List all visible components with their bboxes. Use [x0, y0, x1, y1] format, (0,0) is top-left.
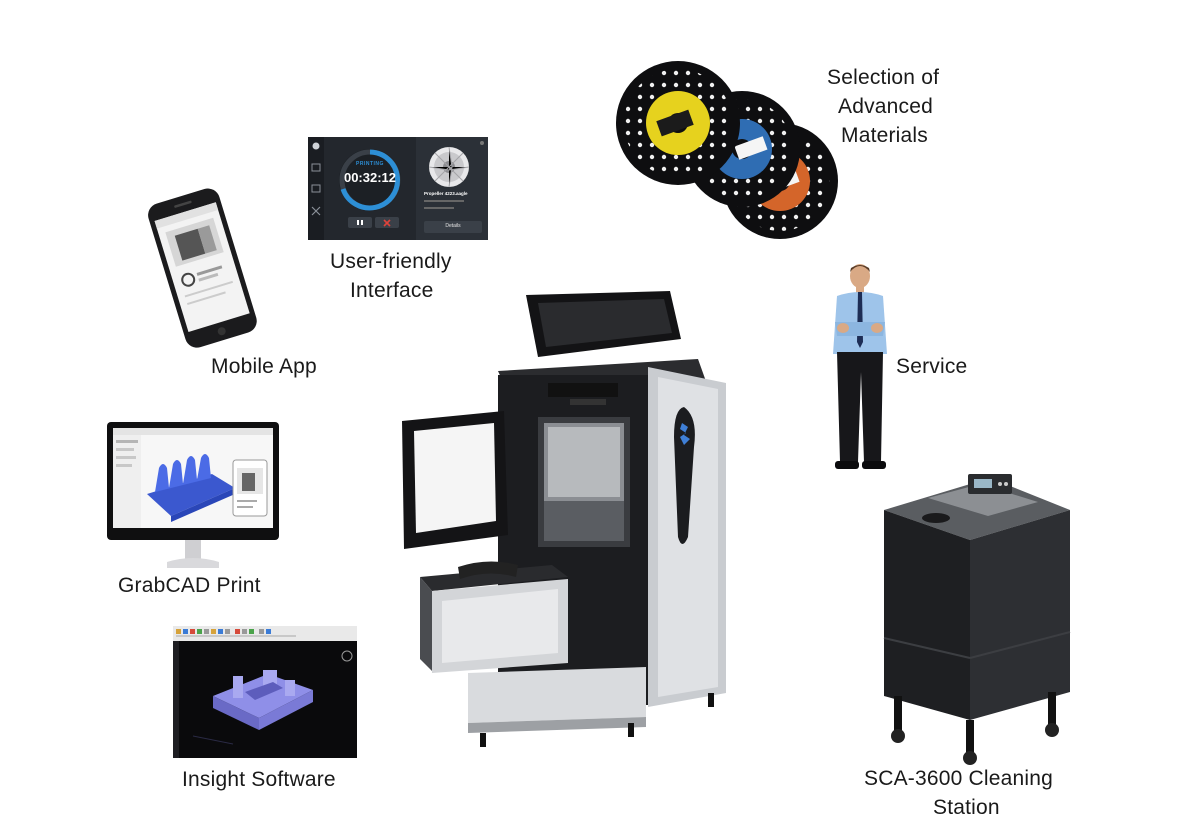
interface-caption-line2: Interface — [350, 279, 434, 302]
material-spools — [610, 55, 845, 245]
details-button-bg — [424, 221, 482, 233]
insight-toolbar-icons — [176, 629, 296, 637]
insight-3d-model — [213, 670, 313, 730]
cleaning-caption-line2: Station — [933, 796, 1000, 819]
insight-software-screen — [173, 626, 357, 758]
materials-caption-line1: Selection of — [827, 66, 940, 89]
fdm-3d-printer — [398, 287, 733, 753]
pause-button — [348, 217, 372, 228]
materials-caption-line2: Advanced — [838, 95, 934, 118]
print-status-label: PRINTING — [356, 161, 384, 167]
propeller-thumbnail — [428, 146, 470, 188]
grabcad-caption: GrabCAD Print — [118, 574, 261, 597]
service-technician — [825, 262, 895, 480]
materials-caption-line3: Materials — [841, 124, 928, 147]
interface-touchscreen: PRINTING 00:32:12 Propeller 4223.aagle D… — [308, 137, 488, 240]
details-button[interactable]: Details — [445, 223, 461, 229]
insight-caption: Insight Software — [182, 768, 336, 791]
service-caption: Service — [896, 355, 968, 378]
library-icon — [311, 184, 321, 193]
mobile-app-caption: Mobile App — [211, 355, 317, 378]
print-timer: 00:32:12 — [343, 170, 397, 185]
spool-yellow — [616, 61, 740, 185]
list-icon — [311, 163, 321, 172]
home-icon — [312, 142, 320, 150]
cad-model — [147, 454, 235, 522]
tools-icon — [311, 206, 321, 216]
part-name: Propeller 4223.aagle — [424, 191, 468, 196]
printer-display — [548, 383, 618, 397]
mobile-app-phone — [138, 185, 268, 355]
grabcad-monitor — [107, 422, 279, 574]
interface-caption-line1: User-friendly — [330, 250, 452, 273]
stratasys-logo-icon — [680, 423, 690, 445]
cleaning-caption-line1: SCA-3600 Cleaning — [864, 767, 1054, 790]
cleaning-station — [880, 470, 1072, 765]
